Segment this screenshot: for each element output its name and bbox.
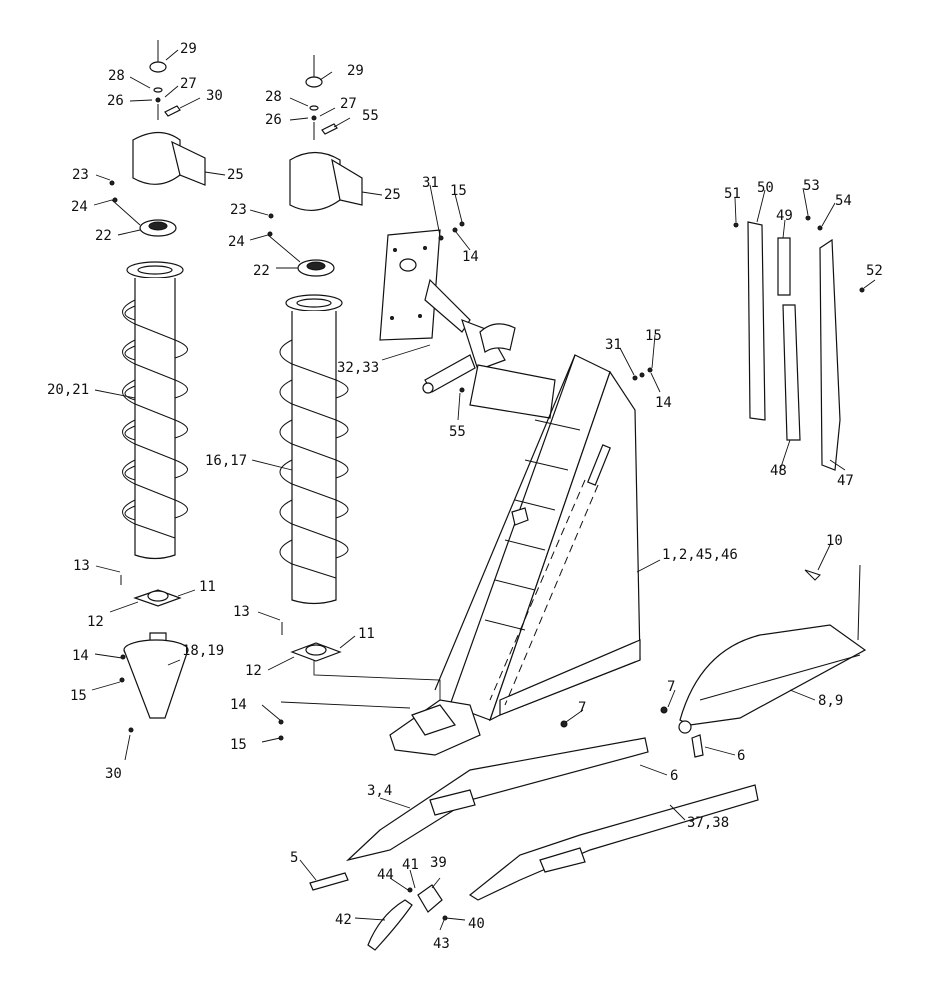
washer-28 xyxy=(153,87,163,93)
label-51: 51 xyxy=(724,186,741,202)
auger-tube-16-17 xyxy=(291,311,337,605)
label-7: 7 xyxy=(667,679,675,695)
label-29: 29 xyxy=(180,41,197,57)
key-55 xyxy=(321,123,338,135)
label-24: 24 xyxy=(71,199,88,215)
label-22: 22 xyxy=(95,228,112,244)
label-39: 39 xyxy=(430,855,447,871)
label-28b: 28 xyxy=(265,89,282,105)
label-14b: 14 xyxy=(230,697,247,713)
label-13b: 13 xyxy=(233,604,250,620)
label-44: 44 xyxy=(377,867,394,883)
label-15: 15 xyxy=(70,688,87,704)
label-15b: 15 xyxy=(230,737,247,753)
leader-lines xyxy=(91,49,876,931)
label-6: 6 xyxy=(737,748,745,764)
label-31: 31 xyxy=(422,175,439,191)
main-frame-1-2-45-46 xyxy=(389,354,653,756)
label-11b: 11 xyxy=(358,626,375,642)
divider-arm-3-4 xyxy=(345,720,649,862)
label-22b: 22 xyxy=(253,263,270,279)
hood-25 xyxy=(132,131,181,185)
label-54: 54 xyxy=(835,193,852,209)
label-14d: 14 xyxy=(655,395,672,411)
hitch-arm-8-9 xyxy=(660,564,867,758)
label-11: 11 xyxy=(199,579,216,595)
label-23b: 23 xyxy=(230,202,247,218)
label-10: 10 xyxy=(826,533,843,549)
panel-50 xyxy=(747,221,766,421)
shoe-5 xyxy=(309,872,349,891)
label-27b: 27 xyxy=(340,96,357,112)
label-20-21: 20,21 xyxy=(47,382,89,398)
panel-49 xyxy=(777,237,791,296)
label-41: 41 xyxy=(402,857,419,873)
label-16-17: 16,17 xyxy=(205,453,247,469)
point-42 xyxy=(367,899,413,951)
label-18-19: 18,19 xyxy=(182,643,224,659)
cap-29 xyxy=(149,61,167,73)
part-labels: 29 28 27 26 30 25 23 24 22 20,21 13 11 1… xyxy=(47,41,883,952)
label-53: 53 xyxy=(803,178,820,194)
label-49: 49 xyxy=(776,208,793,224)
label-30: 30 xyxy=(206,88,223,104)
middle-auger-assembly xyxy=(267,55,441,741)
auger-tube-20-21 xyxy=(134,278,176,560)
label-30b: 30 xyxy=(105,766,122,782)
label-26b: 26 xyxy=(265,112,282,128)
label-50: 50 xyxy=(757,180,774,196)
label-15c: 15 xyxy=(450,183,467,199)
label-5: 5 xyxy=(290,850,298,866)
label-27: 27 xyxy=(180,76,197,92)
panel-48 xyxy=(782,304,801,441)
label-52: 52 xyxy=(866,263,883,279)
label-47: 47 xyxy=(837,473,854,489)
label-55: 55 xyxy=(362,108,379,124)
label-48: 48 xyxy=(770,463,787,479)
shield-panels xyxy=(733,215,865,471)
label-25: 25 xyxy=(227,167,244,183)
label-12b: 12 xyxy=(245,663,262,679)
divider-arm-37-38 xyxy=(468,784,759,901)
label-1-2-45-46: 1,2,45,46 xyxy=(662,547,738,563)
label-42: 42 xyxy=(335,912,352,928)
label-32-33: 32,33 xyxy=(337,360,379,376)
key-30 xyxy=(164,105,181,117)
label-6b: 6 xyxy=(670,768,678,784)
label-3-4: 3,4 xyxy=(367,783,392,799)
label-14c: 14 xyxy=(462,249,479,265)
label-14: 14 xyxy=(72,648,89,664)
label-23: 23 xyxy=(72,167,89,183)
label-7b: 7 xyxy=(578,700,586,716)
label-12: 12 xyxy=(87,614,104,630)
panel-47 xyxy=(819,238,841,471)
label-13: 13 xyxy=(73,558,90,574)
label-15d: 15 xyxy=(645,328,662,344)
label-29b: 29 xyxy=(347,63,364,79)
label-40: 40 xyxy=(468,916,485,932)
bracket-39 xyxy=(417,884,443,913)
label-8-9: 8,9 xyxy=(818,693,843,709)
label-24b: 24 xyxy=(228,234,245,250)
upper-bracket-32-33 xyxy=(379,221,556,419)
label-55b: 55 xyxy=(449,424,466,440)
label-43: 43 xyxy=(433,936,450,952)
label-31b: 31 xyxy=(605,337,622,353)
left-auger-assembly xyxy=(109,40,206,733)
label-37-38: 37,38 xyxy=(687,815,729,831)
cone-18-19 xyxy=(123,649,189,719)
label-26: 26 xyxy=(107,93,124,109)
label-25b: 25 xyxy=(384,187,401,203)
cap-29b xyxy=(305,76,323,88)
small-parts xyxy=(309,872,448,951)
label-28: 28 xyxy=(108,68,125,84)
